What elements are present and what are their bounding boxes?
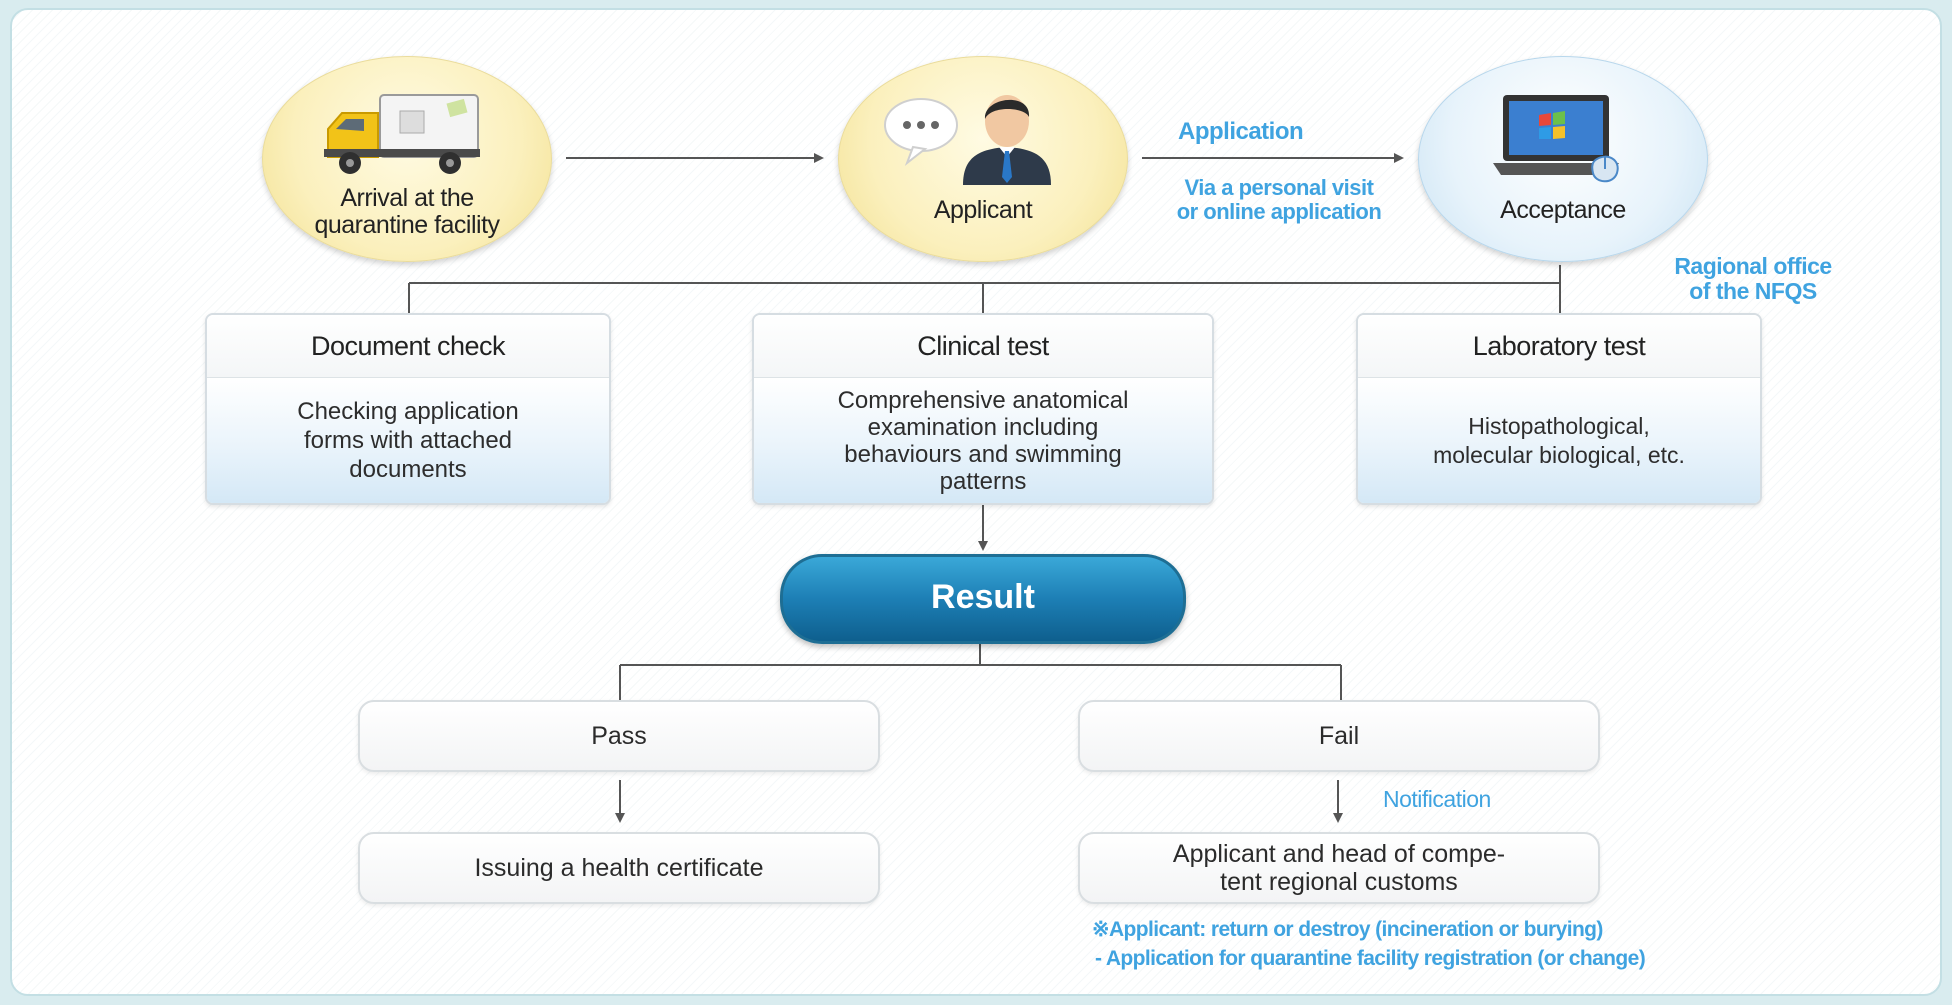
fail-box: Fail <box>1078 700 1600 772</box>
note-line1: ※Applicant: return or destroy (incinerat… <box>1092 918 1603 941</box>
arrival-label-line1: Arrival at the <box>340 184 474 212</box>
laboratory-test-line: molecular biological, etc. <box>1433 441 1685 468</box>
document-check-title: Document check <box>207 315 609 378</box>
application-label: Application <box>1178 118 1304 145</box>
clinical-test-line: behaviours and swimming <box>844 440 1122 468</box>
applicant-label: Applicant <box>933 196 1033 224</box>
customs-box: Applicant and head of compe- tent region… <box>1078 832 1600 904</box>
clinical-test-desc: Comprehensive anatomical examination inc… <box>754 378 1212 503</box>
person-icon <box>884 95 1051 185</box>
notification-label: Notification <box>1383 786 1491 812</box>
laboratory-test-line: Histopathological, <box>1468 412 1650 439</box>
customs-line1: Applicant and head of compe- <box>1172 840 1506 868</box>
document-check-box: Document check Checking application form… <box>205 313 611 505</box>
arrival-label-line2: quarantine facility <box>314 211 500 239</box>
acceptance-node: Acceptance <box>1418 56 1708 262</box>
laptop-icon <box>1493 95 1619 183</box>
truck-icon <box>324 94 480 174</box>
document-check-line: documents <box>349 456 467 483</box>
via-label-line2: or online application <box>1176 199 1382 224</box>
document-check-desc: Checking application forms with attached… <box>207 378 609 503</box>
acceptance-label: Acceptance <box>1500 196 1626 224</box>
laboratory-test-title: Laboratory test <box>1358 315 1760 378</box>
clinical-test-line: examination including <box>867 413 1099 441</box>
clinical-test-title: Clinical test <box>754 315 1212 378</box>
result-node: Result <box>780 554 1186 644</box>
regional-label-line1: Ragional office <box>1674 253 1832 279</box>
document-check-line: Checking application <box>297 398 519 425</box>
laboratory-test-box: Laboratory test Histopathological, molec… <box>1356 313 1762 505</box>
arrival-node: Arrival at the quarantine facility <box>262 56 552 262</box>
regional-label-line2: of the NFQS <box>1689 278 1817 304</box>
clinical-test-box: Clinical test Comprehensive anatomical e… <box>752 313 1214 505</box>
health-certificate-box: Issuing a health certificate <box>358 832 880 904</box>
pass-box: Pass <box>358 700 880 772</box>
via-label-line1: Via a personal visit <box>1184 175 1374 200</box>
via-label: Via a personal visit or online applicati… <box>1134 176 1424 224</box>
clinical-test-line: Comprehensive anatomical <box>837 386 1129 414</box>
regional-office-label: Ragional office of the NFQS <box>1628 254 1878 304</box>
laboratory-test-desc: Histopathological, molecular biological,… <box>1358 378 1760 503</box>
document-check-line: forms with attached <box>303 427 513 454</box>
note-line2: - Application for quarantine facility re… <box>1095 947 1646 970</box>
clinical-test-line: patterns <box>939 467 1027 495</box>
customs-line2: tent regional customs <box>1220 868 1458 896</box>
applicant-node: Applicant <box>838 56 1128 262</box>
